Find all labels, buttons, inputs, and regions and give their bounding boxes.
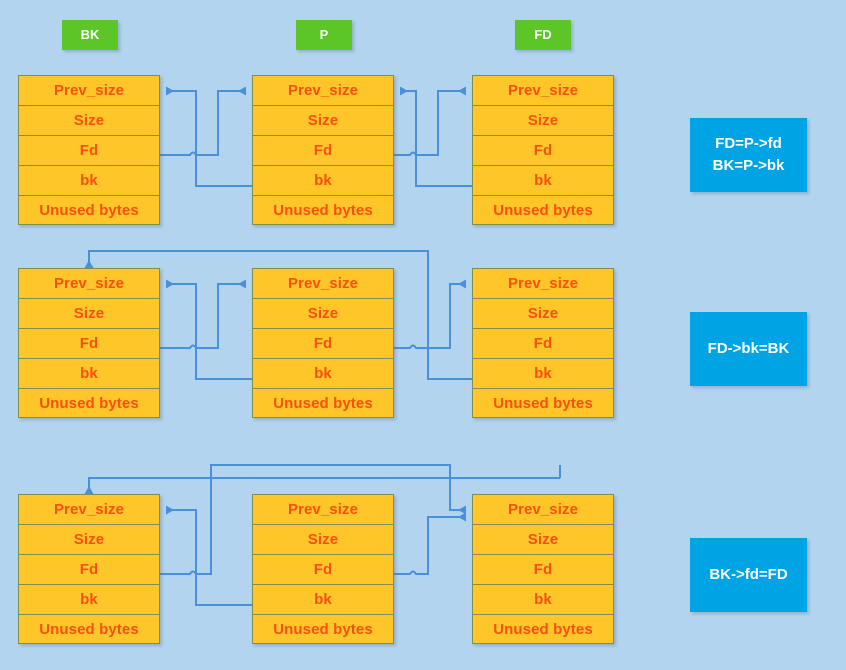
callout-1-line-1: FD=P->fd: [715, 135, 782, 152]
chunk-field-fd: Fd: [252, 328, 394, 358]
chunk-field-bk: bk: [472, 165, 614, 195]
chunk-field-size: Size: [18, 298, 160, 328]
chunk-field-size: Size: [252, 298, 394, 328]
row2-chunk-p: Prev_size Size Fd bk Unused bytes: [252, 268, 394, 418]
tag-bk: BK: [62, 20, 118, 50]
chunk-field-unused-bytes: Unused bytes: [18, 388, 160, 418]
chunk-field-size: Size: [18, 524, 160, 554]
chunk-field-bk: bk: [18, 358, 160, 388]
chunk-field-unused-bytes: Unused bytes: [18, 195, 160, 225]
callout-1: FD=P->fd BK=P->bk: [690, 118, 807, 192]
row3-chunk-p: Prev_size Size Fd bk Unused bytes: [252, 494, 394, 644]
chunk-field-unused-bytes: Unused bytes: [252, 388, 394, 418]
row1-chunk-bk: Prev_size Size Fd bk Unused bytes: [18, 75, 160, 225]
chunk-field-unused-bytes: Unused bytes: [18, 614, 160, 644]
chunk-field-prev-size: Prev_size: [472, 75, 614, 105]
row2-chunk-bk: Prev_size Size Fd bk Unused bytes: [18, 268, 160, 418]
wire-row1-p-bk-to-bk: [166, 86, 252, 187]
chunk-field-size: Size: [18, 105, 160, 135]
chunk-field-bk: bk: [472, 358, 614, 388]
chunk-field-unused-bytes: Unused bytes: [472, 195, 614, 225]
row1-chunk-fd: Prev_size Size Fd bk Unused bytes: [472, 75, 614, 225]
chunk-field-fd: Fd: [18, 554, 160, 584]
chunk-field-bk: bk: [252, 584, 394, 614]
row3-chunk-bk: Prev_size Size Fd bk Unused bytes: [18, 494, 160, 644]
wire-row3-p-fd-to-fd: [394, 512, 466, 575]
chunk-field-prev-size: Prev_size: [472, 494, 614, 524]
chunk-field-bk: bk: [252, 358, 394, 388]
chunk-field-fd: Fd: [472, 135, 614, 165]
chunk-field-bk: bk: [472, 584, 614, 614]
chunk-field-fd: Fd: [472, 328, 614, 358]
chunk-field-bk: bk: [252, 165, 394, 195]
wire-row2-bk-fd-to-p: [160, 279, 246, 349]
tag-p: P: [296, 20, 352, 50]
chunk-field-unused-bytes: Unused bytes: [472, 388, 614, 418]
chunk-field-fd: Fd: [252, 135, 394, 165]
chunk-field-bk: bk: [18, 165, 160, 195]
wire-row2-p-bk-to-bk: [166, 279, 252, 380]
wire-row1-bk-fd-to-p: [160, 86, 246, 156]
chunk-field-size: Size: [472, 524, 614, 554]
chunk-field-unused-bytes: Unused bytes: [252, 614, 394, 644]
chunk-field-size: Size: [472, 105, 614, 135]
callout-1-line-2: BK=P->bk: [712, 157, 785, 174]
chunk-field-size: Size: [472, 298, 614, 328]
chunk-field-bk: bk: [18, 584, 160, 614]
chunk-field-fd: Fd: [252, 554, 394, 584]
chunk-field-fd: Fd: [18, 328, 160, 358]
chunk-field-fd: Fd: [472, 554, 614, 584]
wire-row3-p-bk-to-bk: [166, 505, 252, 606]
wire-row1-p-fd-to-fd: [394, 86, 466, 156]
chunk-field-prev-size: Prev_size: [252, 75, 394, 105]
row3-chunk-fd: Prev_size Size Fd bk Unused bytes: [472, 494, 614, 644]
chunk-field-prev-size: Prev_size: [18, 268, 160, 298]
chunk-field-prev-size: Prev_size: [472, 268, 614, 298]
callout-2-line-1: FD->bk=BK: [707, 340, 790, 357]
chunk-field-prev-size: Prev_size: [252, 494, 394, 524]
chunk-field-prev-size: Prev_size: [18, 494, 160, 524]
tag-fd: FD: [515, 20, 571, 50]
wire-row1-fd-bk-to-p: [400, 86, 472, 187]
chunk-field-size: Size: [252, 524, 394, 554]
wire-row2-p-fd-to-fd: [394, 279, 466, 349]
chunk-field-size: Size: [252, 105, 394, 135]
chunk-field-unused-bytes: Unused bytes: [472, 614, 614, 644]
callout-2: FD->bk=BK: [690, 312, 807, 386]
callout-3-line-1: BK->fd=FD: [709, 566, 788, 583]
chunk-field-fd: Fd: [18, 135, 160, 165]
chunk-field-prev-size: Prev_size: [18, 75, 160, 105]
row1-chunk-p: Prev_size Size Fd bk Unused bytes: [252, 75, 394, 225]
callout-3: BK->fd=FD: [690, 538, 807, 612]
chunk-field-unused-bytes: Unused bytes: [252, 195, 394, 225]
chunk-field-prev-size: Prev_size: [252, 268, 394, 298]
wire-row3-top-to-bk: [84, 477, 560, 494]
row2-chunk-fd: Prev_size Size Fd bk Unused bytes: [472, 268, 614, 418]
